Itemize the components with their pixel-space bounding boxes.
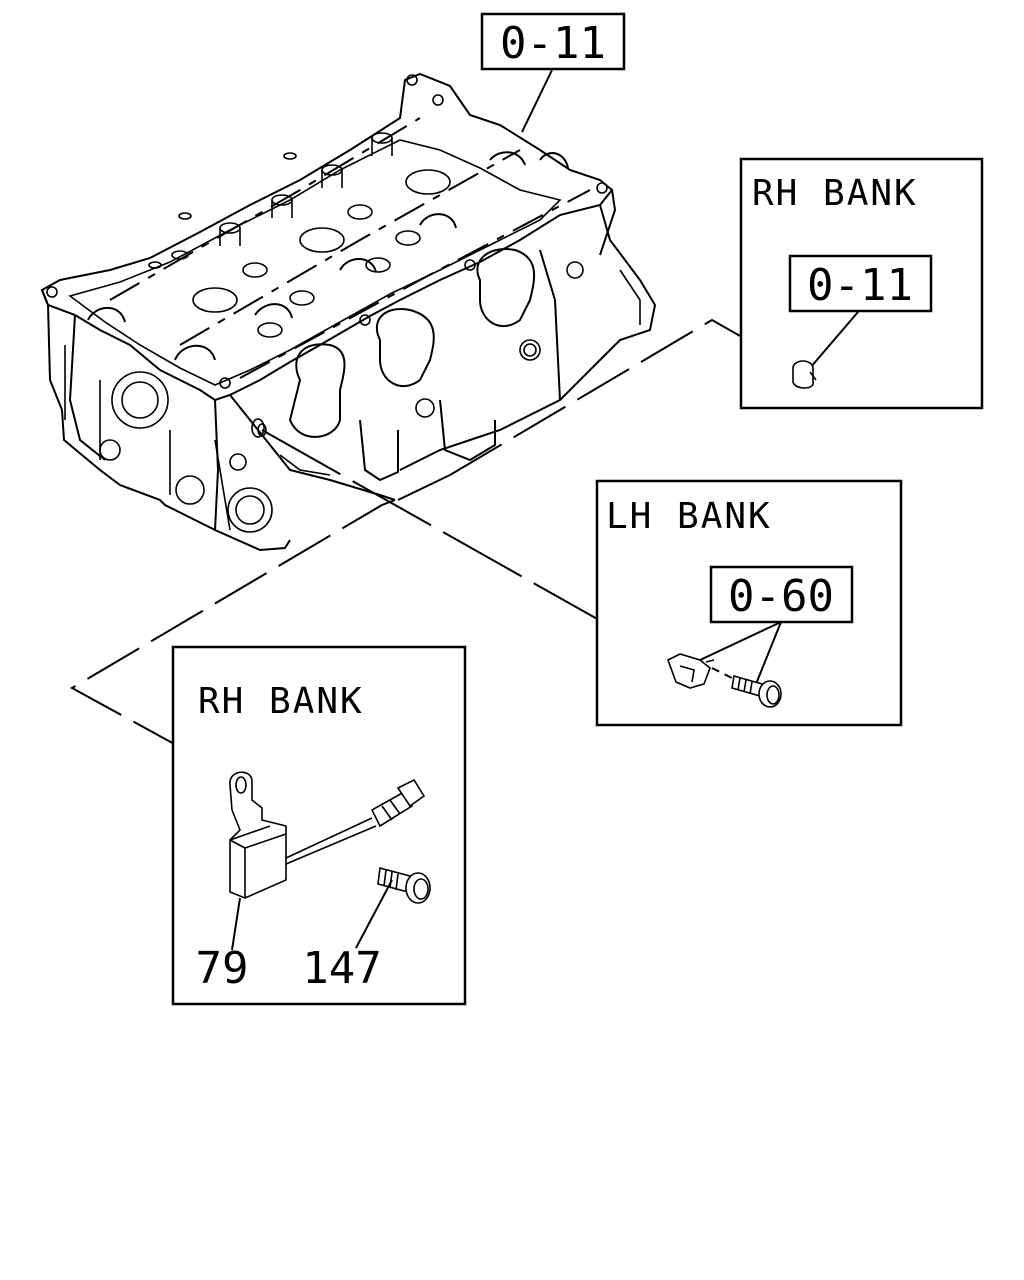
panel-rh-bank-plug: RH BANK 0-11 bbox=[739, 157, 984, 410]
plug-part bbox=[792, 360, 817, 389]
part-number-label: 79 bbox=[196, 943, 249, 994]
part-number-label: 147 bbox=[302, 943, 381, 994]
lh-bolt-part bbox=[731, 674, 782, 708]
panel-reference-label: 0-60 bbox=[728, 571, 834, 622]
main-reference-label: 0-11 bbox=[500, 18, 606, 69]
panel-title: RH BANK bbox=[752, 173, 918, 214]
lh-sensor-part bbox=[667, 653, 737, 689]
cylinder-head-drawing bbox=[40, 72, 657, 552]
panel-lh-bank-sensor: LH BANK 0-60 bbox=[595, 479, 903, 727]
panel-title: LH BANK bbox=[606, 496, 772, 537]
main-reference-callout: 0-11 bbox=[480, 12, 626, 71]
panel-reference-label: 0-11 bbox=[807, 260, 913, 311]
rh-bolt-part bbox=[377, 866, 431, 904]
panel-title: RH BANK bbox=[198, 681, 364, 722]
panel-rh-bank-sensor: RH BANK 79 147 bbox=[171, 645, 467, 1006]
rh-sensor-part bbox=[229, 771, 426, 899]
